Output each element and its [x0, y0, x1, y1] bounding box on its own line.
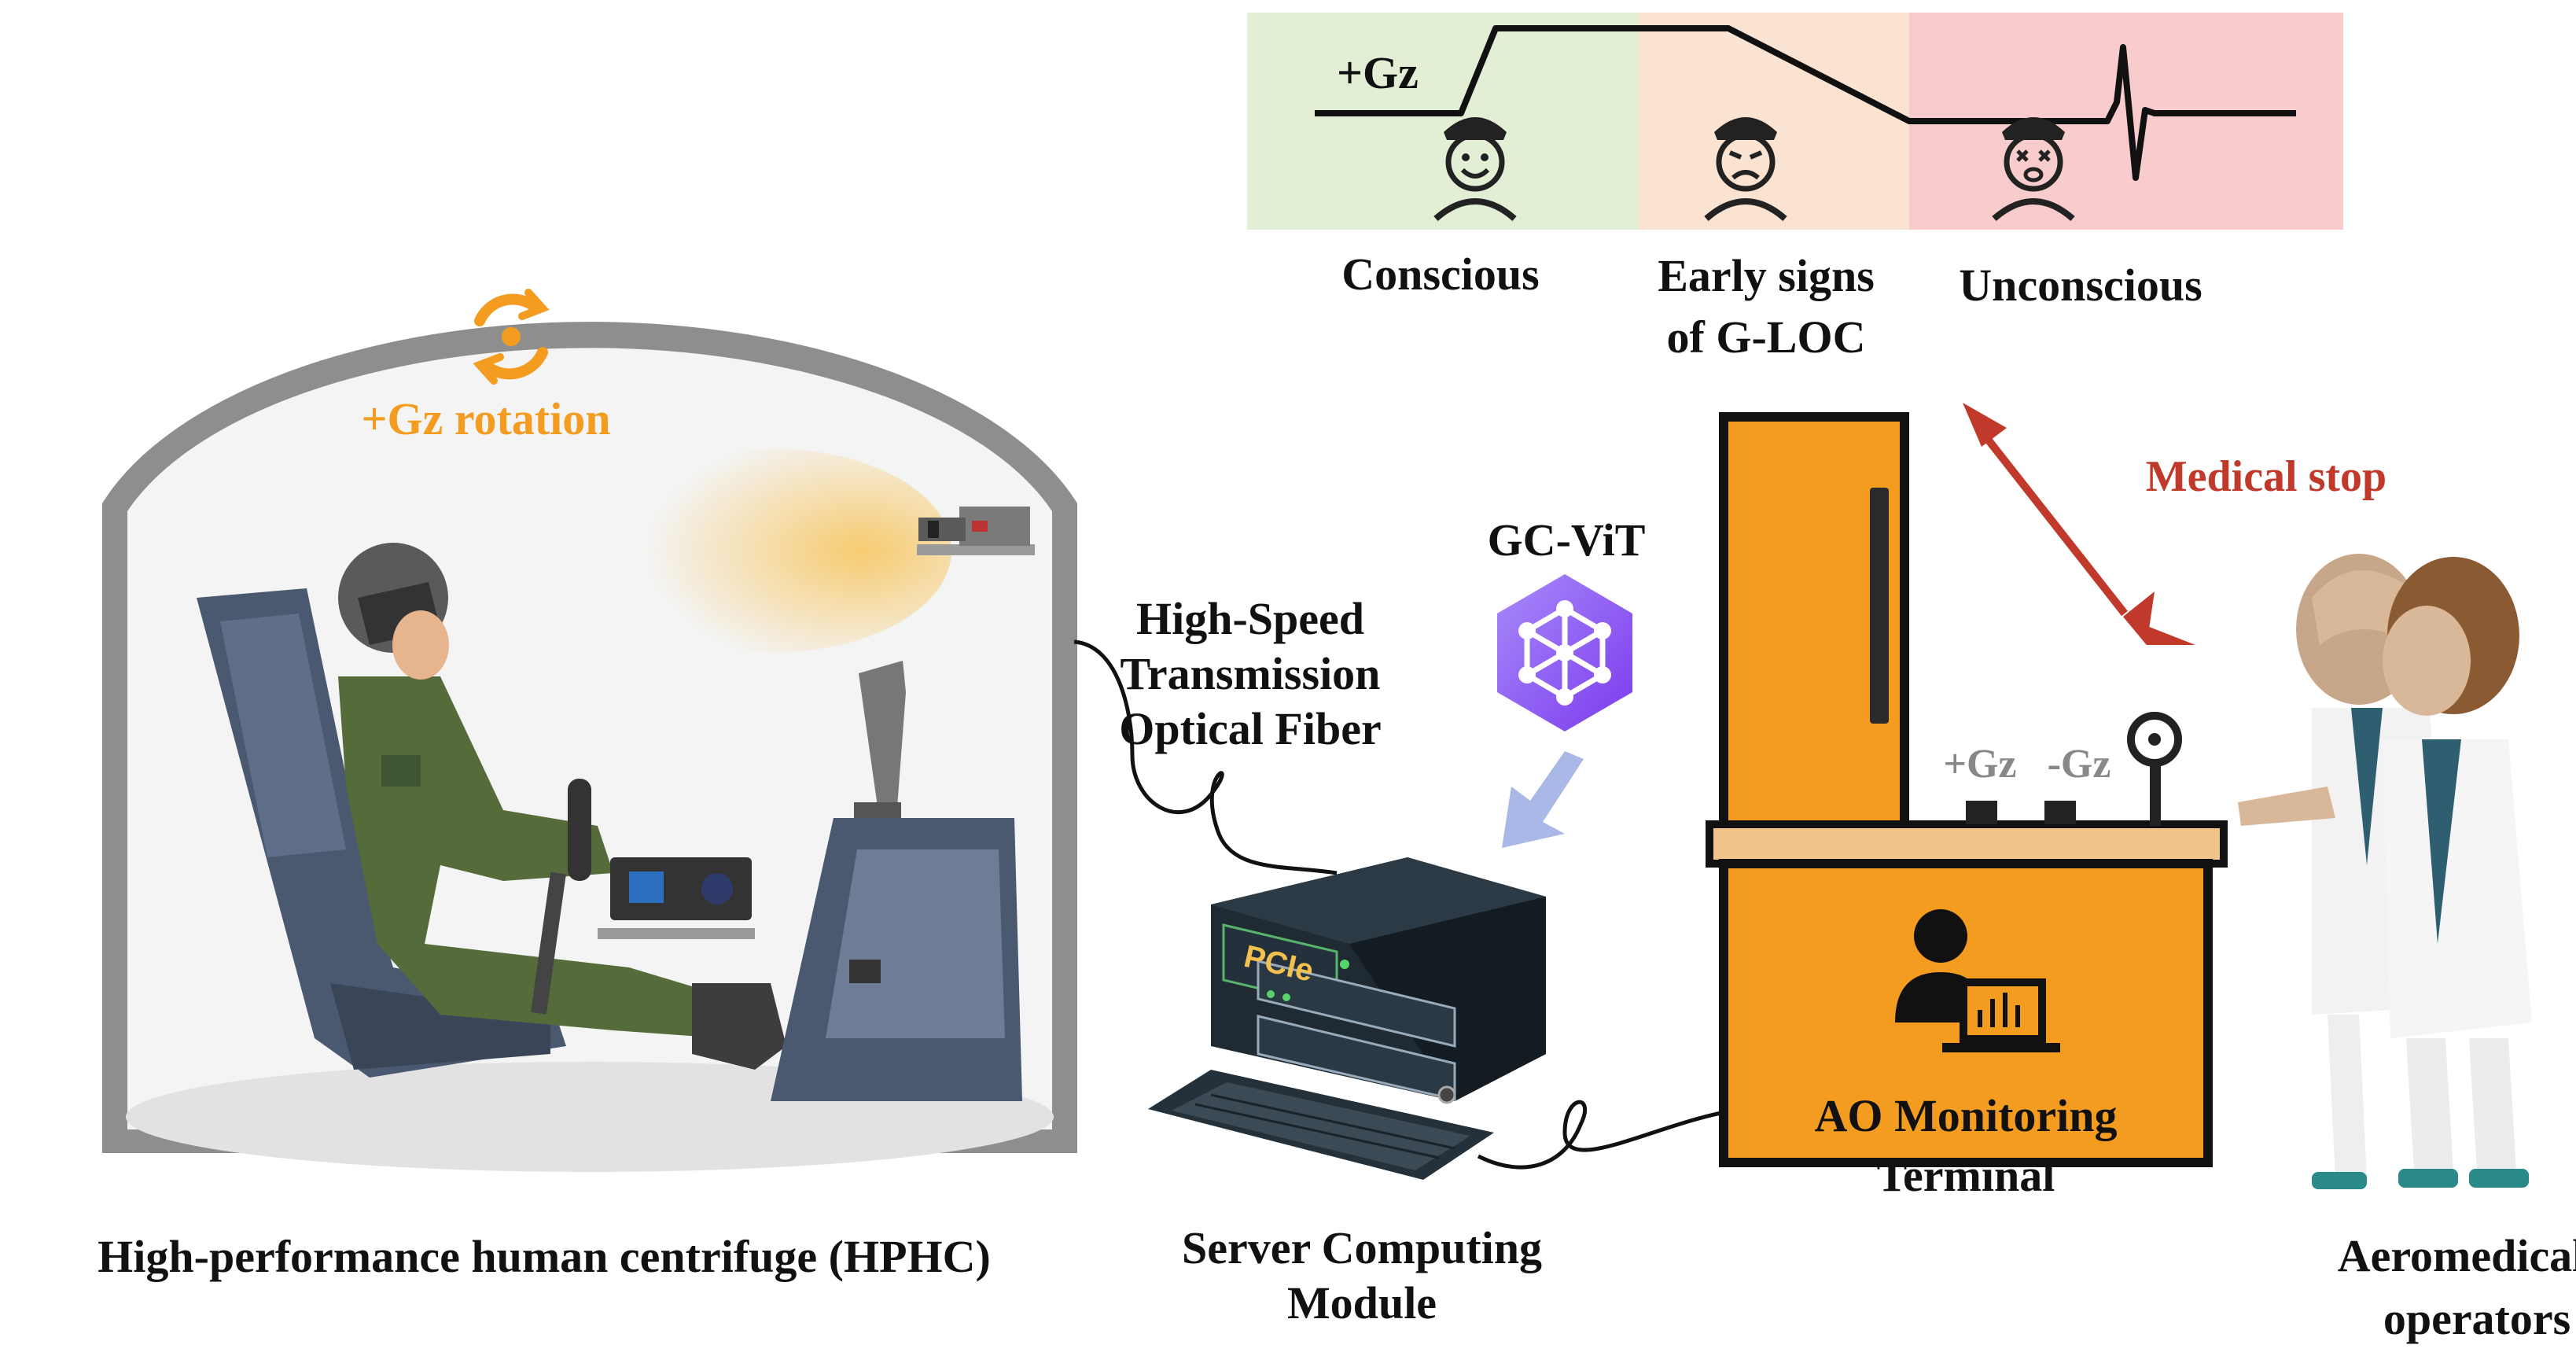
centrifuge-cabin: +Gz rotation	[102, 289, 1077, 1172]
server-caption-line2: Module	[1287, 1277, 1437, 1328]
terminal-lever-icon	[2127, 712, 2182, 826]
operator-front	[2238, 557, 2532, 1188]
terminal-label-line1: AO Monitoring	[1814, 1090, 2117, 1141]
fiber-label-line2: Transmission	[1121, 648, 1381, 699]
phase-label-conscious: Conscious	[1341, 249, 1539, 300]
operators-caption-line1: Aeromedical	[2338, 1230, 2576, 1281]
rotation-label: +Gz rotation	[361, 393, 610, 444]
model-name: GC-ViT	[1488, 514, 1646, 566]
medical-stop-arrow	[1963, 403, 2195, 645]
gz-curve	[1315, 25, 2296, 181]
face-early-icon	[1704, 117, 1787, 222]
phase-label-unconscious: Unconscious	[1959, 260, 2202, 311]
ejection-seat	[197, 588, 566, 1078]
phase-conscious-bg	[1247, 13, 1639, 230]
gz-signal-label: +Gz	[1337, 47, 1419, 98]
optical-fiber-cable	[1073, 639, 1338, 875]
server-terminal-cable	[1477, 1100, 1746, 1170]
aeromedical-operators	[2238, 554, 2532, 1189]
fiber-label-line1: High-Speed	[1136, 593, 1364, 644]
camera-icon	[917, 507, 1035, 555]
camera-light-beam	[590, 448, 951, 653]
centrifuge-caption: High-performance human centrifuge (HPHC)	[98, 1231, 991, 1282]
ao-terminal	[1706, 412, 2228, 1167]
face-unconscious-icon	[1992, 117, 2075, 222]
medical-stop-label: Medical stop	[2146, 452, 2386, 501]
pilot-figure	[338, 543, 786, 1070]
phase-label-early: Early signs	[1658, 250, 1875, 301]
joystick-icon	[531, 779, 591, 1015]
phase-label-early-line2: of G-LOC	[1667, 311, 1866, 363]
keyboard-icon	[1148, 1070, 1494, 1180]
rotation-icon	[473, 289, 550, 385]
face-conscious-icon	[1433, 117, 1517, 222]
fiber-label-line3: Optical Fiber	[1119, 703, 1381, 754]
instrument-panel	[771, 661, 1022, 1101]
phase-early-bg	[1639, 13, 1909, 230]
server-caption-line1: Server Computing	[1182, 1222, 1542, 1273]
gz-plus-button-label: +Gz	[1943, 742, 2016, 787]
gz-minus-button-label: -Gz	[2048, 742, 2111, 787]
server-unit	[1211, 857, 1546, 1104]
terminal-desk	[1706, 820, 2228, 868]
model-to-server-arrow	[1502, 751, 1584, 848]
gcvit-logo-icon	[1497, 574, 1632, 731]
terminal-label-line2: Terminal	[1877, 1150, 2055, 1201]
operator-monitor-icon	[1895, 909, 2060, 1052]
side-console	[598, 857, 755, 939]
gz-profile-panel: +Gz Conscious Early signs of G-L	[1247, 13, 2343, 363]
operators-caption-line2: operators	[2383, 1293, 2570, 1344]
